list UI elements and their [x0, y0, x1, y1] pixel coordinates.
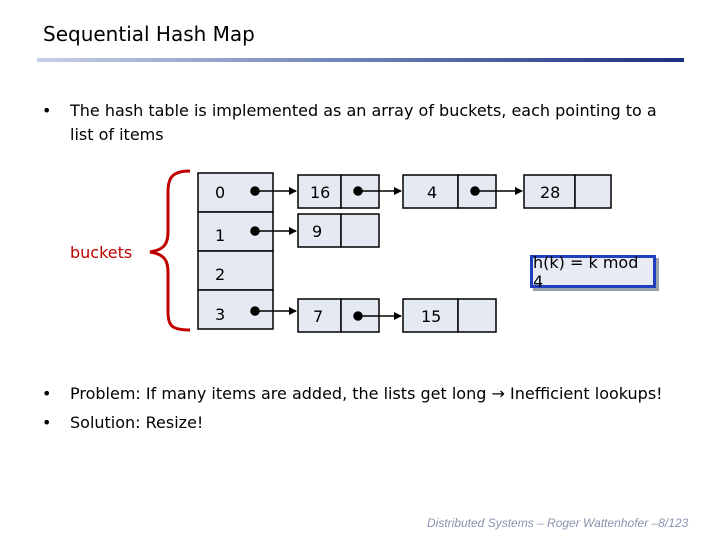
- node-value-4: 4: [427, 183, 437, 202]
- title-underline: [37, 58, 684, 62]
- buckets-brace: [149, 169, 191, 332]
- list-node-16: 16: [297, 174, 380, 209]
- bucket-index-1: 1: [215, 226, 225, 245]
- bucket-cell-3: [197, 289, 274, 330]
- node-value-7: 7: [313, 307, 323, 326]
- bucket-array: 0 1 2 3: [197, 172, 274, 330]
- hash-function-text: h(k) = k mod 4: [533, 252, 639, 291]
- list-node-4: 4: [402, 174, 497, 209]
- bucket-cell-0: [197, 172, 274, 213]
- inefficient-text: Inefficient lookups!: [509, 384, 663, 403]
- problem-text: Problem: If many items are added, the li…: [70, 384, 487, 403]
- node-value-16: 16: [310, 183, 330, 202]
- bullet-dot: •: [42, 413, 52, 432]
- bullet-text: Solution: Resize!: [70, 413, 204, 432]
- bucket-index-3: 3: [215, 305, 225, 324]
- list-node-28: 28: [523, 174, 612, 209]
- bucket-index-2: 2: [215, 265, 225, 284]
- slide-footer: Distributed Systems – Roger Wattenhofer …: [427, 516, 689, 530]
- buckets-label: buckets: [70, 243, 133, 262]
- list-node-15: 15: [402, 298, 497, 333]
- bullet-dot: •: [42, 101, 52, 120]
- list-node-9: 9: [297, 213, 380, 248]
- bullet-dot: •: [42, 384, 52, 403]
- node-value-28: 28: [540, 183, 560, 202]
- bucket-index-0: 0: [215, 183, 225, 202]
- node-value-15: 15: [421, 307, 441, 326]
- bullet-text: The hash table is implemented as an arra…: [70, 101, 657, 144]
- bullet-text: Problem: If many items are added, the li…: [70, 382, 663, 406]
- slide-title: Sequential Hash Map: [43, 22, 255, 46]
- hash-function-box: h(k) = k mod 4: [530, 252, 656, 291]
- arrow-right-icon: →: [491, 384, 505, 403]
- node-value-9: 9: [312, 222, 322, 241]
- pointer-arrows: [250, 186, 523, 321]
- bucket-cell-2: [197, 250, 274, 291]
